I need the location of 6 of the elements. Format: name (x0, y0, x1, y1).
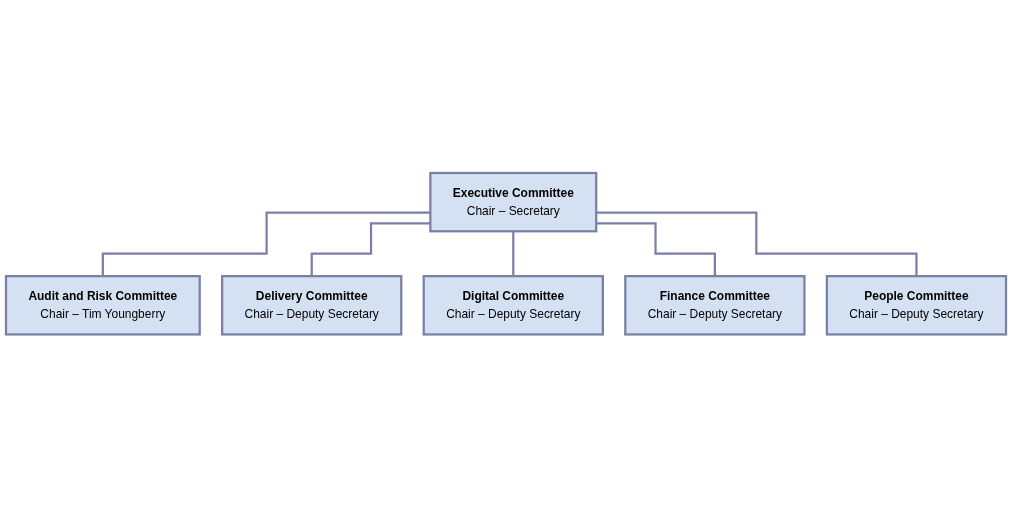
node-box: Finance Committee Chair – Deputy Secretary (624, 275, 806, 336)
node-box: People Committee Chair – Deputy Secretary (825, 275, 1008, 336)
node-box: Delivery Committee Chair – Deputy Secretary (221, 275, 403, 336)
node-box: Audit and Risk Committee Chair – Tim Youngberry (4, 275, 201, 336)
node-box: Executive Committee Chair – Secretary (429, 172, 598, 233)
node-box: Digital Committee Chair – Deputy Secretary (422, 275, 604, 336)
